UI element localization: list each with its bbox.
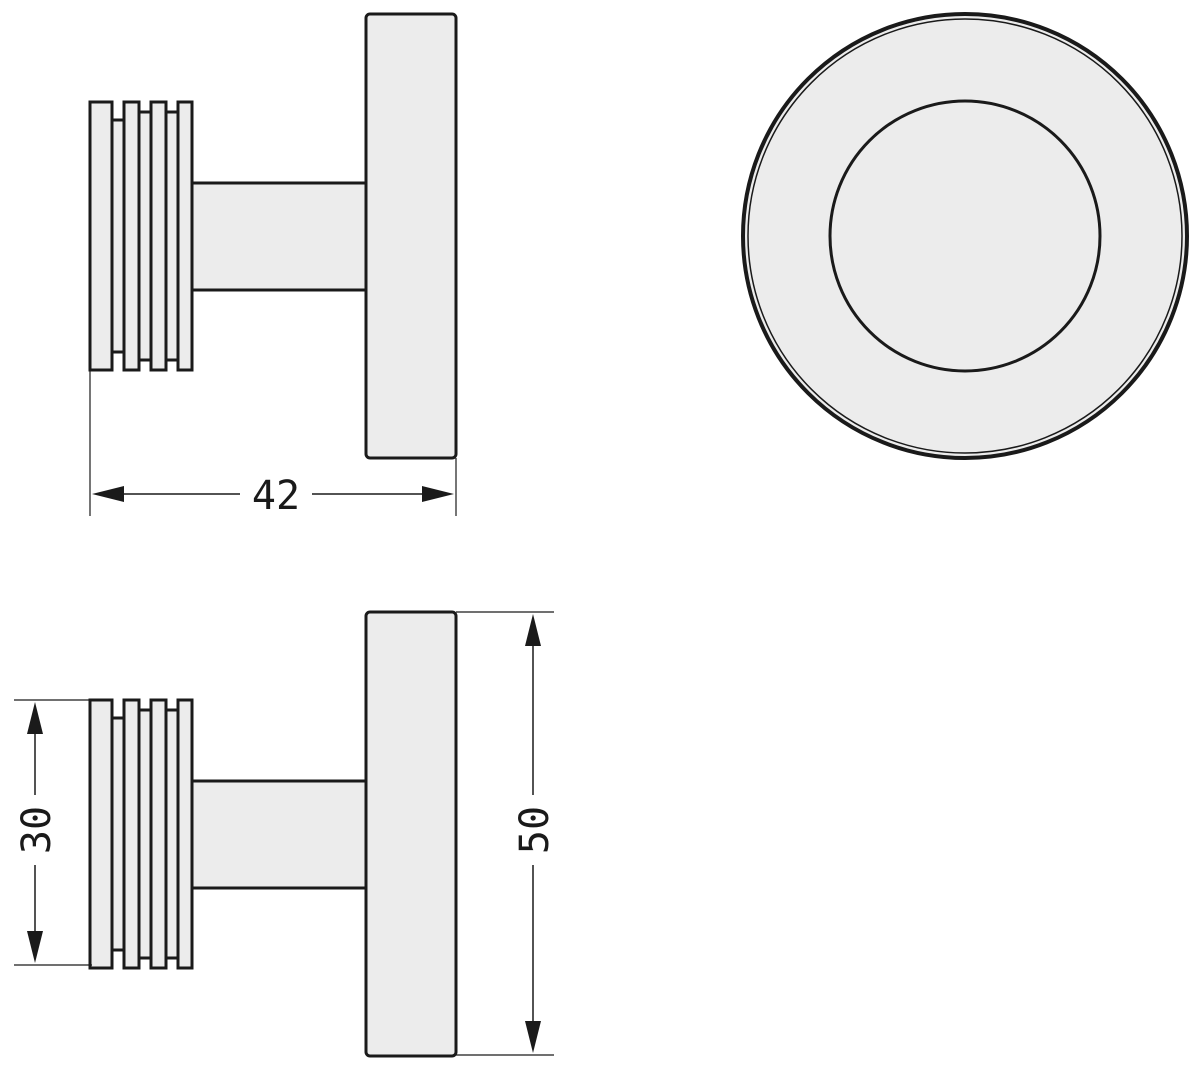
dimension-knob-diameter-label: 30 bbox=[14, 806, 60, 854]
dimension-plate-diameter: 50 bbox=[456, 611, 558, 1056]
dimension-length: 42 bbox=[89, 370, 457, 519]
dimension-length-label: 42 bbox=[252, 473, 300, 519]
side-view-bottom bbox=[88, 610, 458, 1058]
side-view-top bbox=[88, 12, 458, 460]
front-view-circle bbox=[741, 12, 1189, 460]
dimension-plate-diameter-label: 50 bbox=[512, 806, 558, 854]
dimension-knob-diameter: 30 bbox=[14, 699, 92, 966]
